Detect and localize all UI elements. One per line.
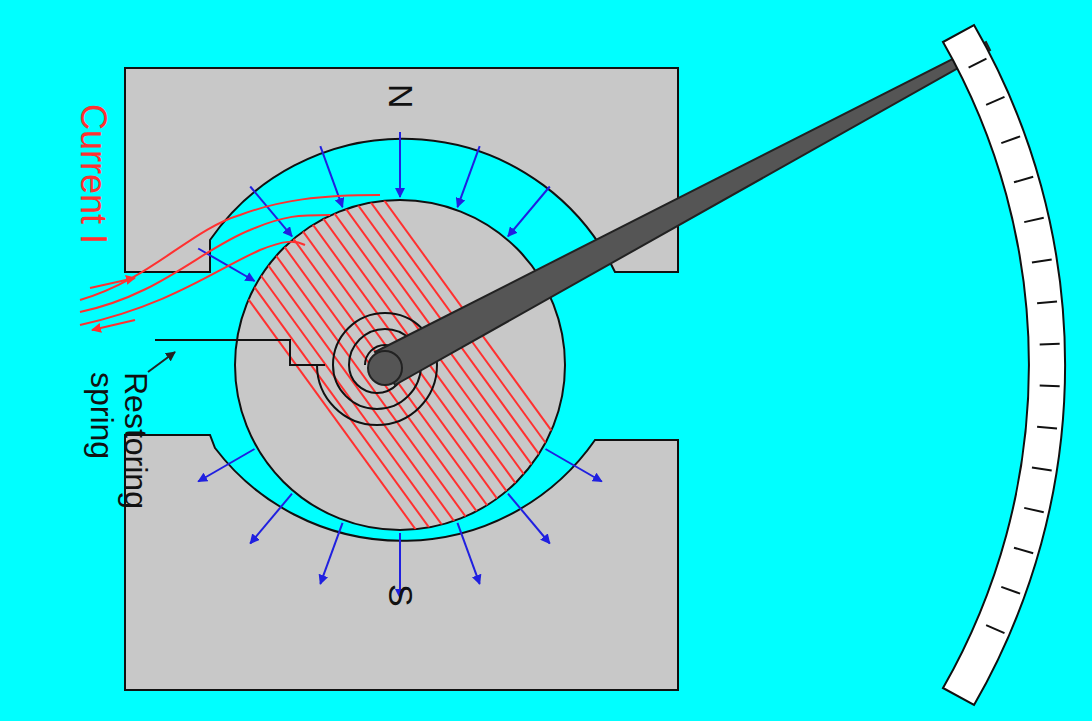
pole-label: N bbox=[382, 84, 418, 109]
coil bbox=[214, 154, 585, 576]
field-lines bbox=[198, 132, 602, 598]
pole-label: S bbox=[382, 584, 418, 607]
restoring-spring bbox=[155, 313, 437, 425]
iron-core bbox=[235, 200, 565, 530]
meter-scale bbox=[943, 25, 1065, 705]
current-label: Current I bbox=[74, 104, 112, 244]
spring-pointer bbox=[148, 352, 175, 372]
current-leads bbox=[80, 195, 380, 330]
scale-ticks bbox=[969, 59, 1060, 634]
pointer-needle bbox=[368, 42, 990, 385]
spring-label: Restoring spring bbox=[85, 372, 152, 532]
